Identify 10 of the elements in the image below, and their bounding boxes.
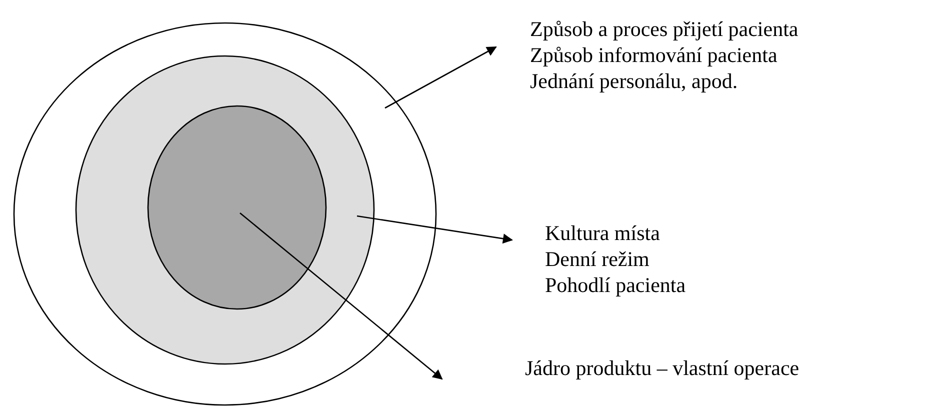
- text-line: Jádro produktu – vlastní operace: [525, 355, 800, 381]
- text-line: Způsob informování pacienta: [530, 42, 778, 68]
- text-line: Pohodlí pacienta: [545, 272, 687, 298]
- arrow: [384, 46, 497, 109]
- text-line: Denní režim: [545, 246, 650, 272]
- text-line: Kultura místa: [545, 220, 661, 246]
- arrow: [356, 215, 513, 244]
- arrow: [240, 212, 443, 380]
- text-line: Jednání personálu, apod.: [530, 68, 739, 94]
- text-line: Způsob a proces přijetí pacienta: [530, 16, 800, 42]
